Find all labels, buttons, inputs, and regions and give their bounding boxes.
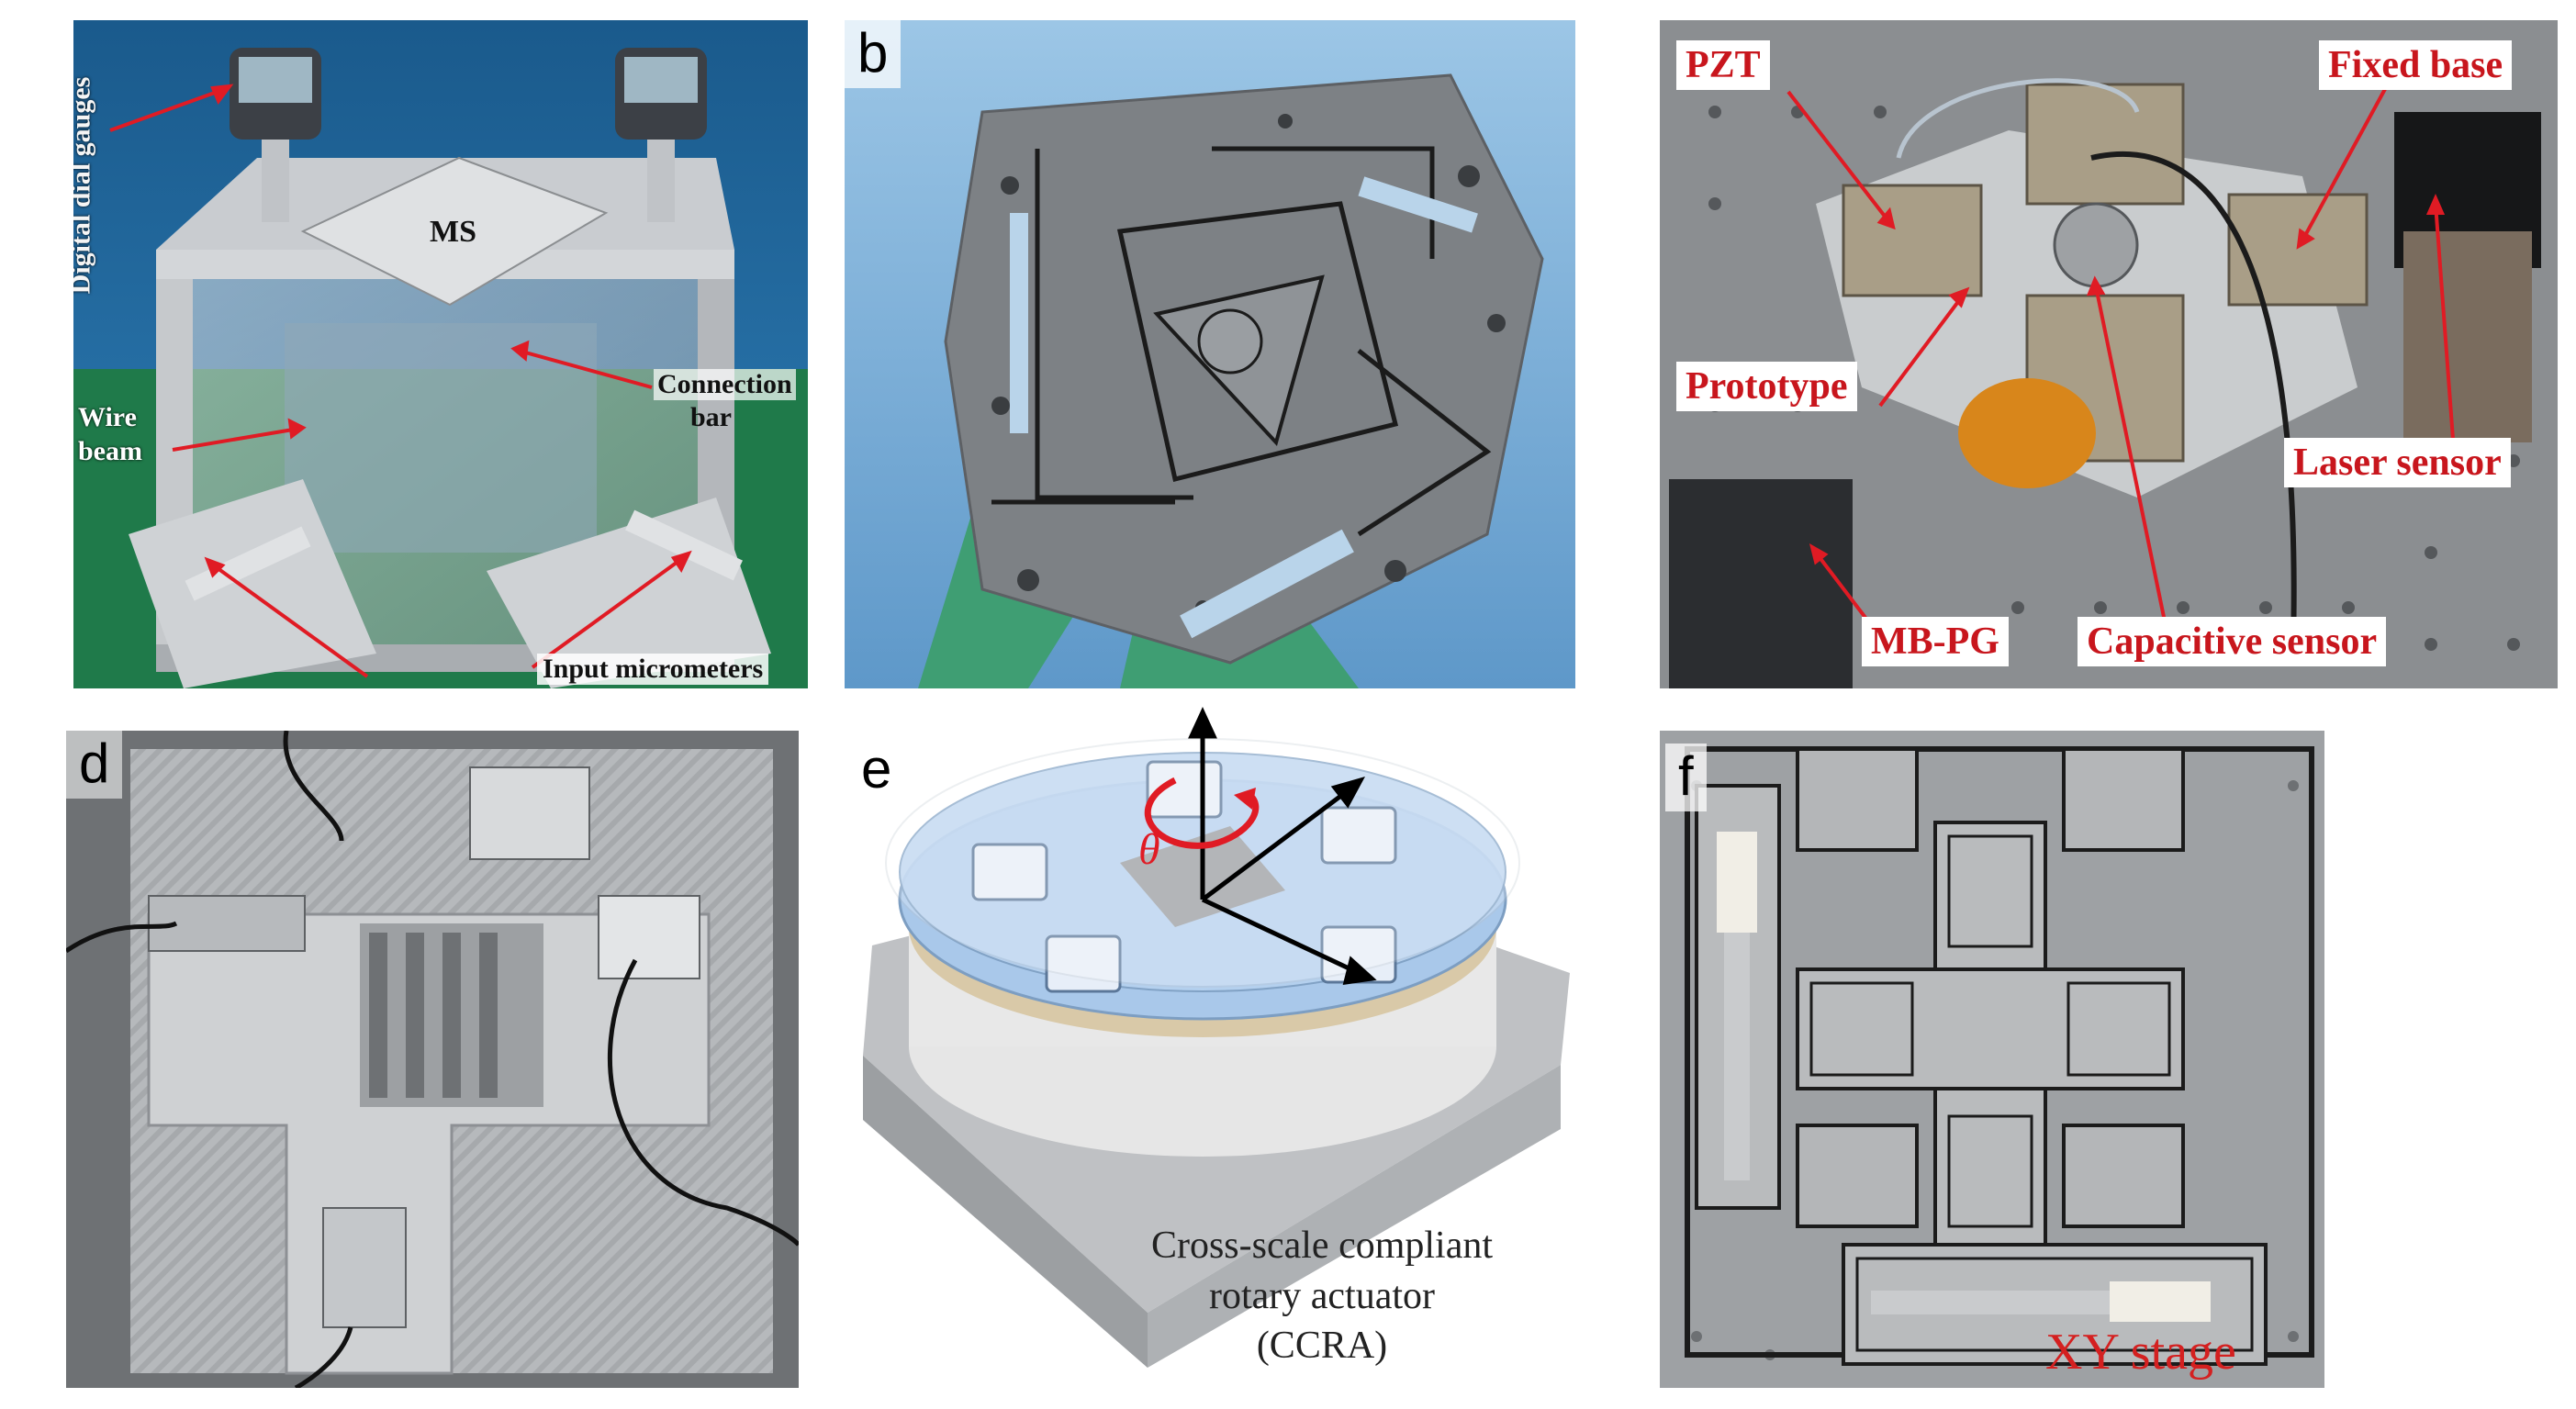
panel-e-letter: e (861, 738, 892, 800)
label-connection: Connection (654, 369, 796, 400)
label-digital-dial-gauges: Digital dial gauges (73, 76, 96, 295)
panel-d-letter: d (66, 731, 123, 799)
panel-f-letter: f (1665, 744, 1707, 811)
ccra-caption-line2: rotary actuator (1208, 1274, 1436, 1317)
panel-e-render (863, 707, 1570, 1368)
label-xy-stage: XY stage (2045, 1324, 2236, 1381)
label-wire: Wire (78, 402, 137, 432)
panel-d-photo (66, 731, 799, 1388)
panel-a: a Digital dial gauges MS Connection bar … (73, 20, 808, 688)
panel-e: e θ Cross-scale compliant rotary actuato… (845, 707, 1579, 1391)
panel-f-photo (1660, 731, 2324, 1388)
label-mb-pg: MB-PG (1862, 617, 2009, 666)
label-input-micrometers: Input micrometers (537, 654, 769, 685)
label-pzt: PZT (1676, 40, 1770, 90)
ccra-caption-line3: (CCRA) (1256, 1325, 1388, 1368)
ccra-caption-line1: Cross-scale compliant (1150, 1224, 1494, 1267)
panel-b: b (845, 20, 1575, 688)
panel-c-photo (1660, 20, 2558, 688)
panel-b-photo (845, 20, 1575, 688)
label-beam: beam (78, 436, 142, 466)
label-prototype: Prototype (1676, 362, 1857, 411)
label-bar: bar (690, 402, 732, 432)
panel-a-photo (73, 20, 808, 688)
label-fixed-base: Fixed base (2319, 40, 2513, 90)
theta-symbol: θ (1138, 825, 1160, 874)
panel-f: f XY stage (1660, 731, 2324, 1388)
label-ms: MS (430, 215, 476, 249)
panel-b-letter: b (845, 20, 902, 88)
label-capacitive-sensor: Capacitive sensor (2078, 617, 2387, 666)
label-laser-sensor: Laser sensor (2284, 438, 2511, 487)
panel-c: c PZT Fixed base Prototype Laser sensor … (1660, 20, 2558, 688)
ccra-caption: Cross-scale compliant rotary actuator (C… (1120, 1221, 1524, 1371)
panel-d: d (66, 731, 799, 1388)
